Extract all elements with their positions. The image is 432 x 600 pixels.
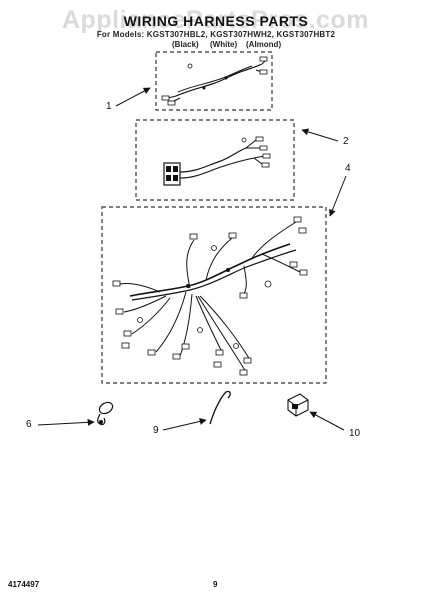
part-4-box <box>101 206 327 384</box>
part-4-main-harness <box>101 206 327 384</box>
part-2-harness <box>135 119 295 201</box>
callout-10: 10 <box>349 428 361 439</box>
watermark: AppliancePartsPros.com <box>62 6 369 34</box>
callout-9: 9 <box>153 425 159 436</box>
callout-2: 2 <box>343 136 349 147</box>
leader-10 <box>309 411 345 431</box>
leader-4 <box>329 175 347 217</box>
part-6-clamp <box>97 401 114 426</box>
leader-6 <box>37 418 95 426</box>
part-1-box <box>155 51 273 111</box>
part-1-harness <box>155 51 273 111</box>
color-label-white: (White) <box>210 40 238 49</box>
document-number: 4174497 <box>8 580 40 589</box>
leader-2 <box>301 128 339 142</box>
color-label-black: (Black) <box>172 40 199 49</box>
part-2-box <box>135 119 295 201</box>
color-label-almond: (Almond) <box>246 40 282 49</box>
part-9-tie <box>209 390 231 425</box>
page-title: WIRING HARNESS PARTS <box>123 13 309 29</box>
callout-6: 6 <box>26 419 32 430</box>
part-10-clip <box>287 393 309 417</box>
callout-4: 4 <box>345 163 351 174</box>
leader-1 <box>115 87 151 107</box>
page-number: 9 <box>213 580 218 589</box>
leader-9 <box>162 418 207 431</box>
model-list: For Models: KGST307HBL2, KGST307HWH2, KG… <box>96 30 336 39</box>
callout-1: 1 <box>106 101 112 112</box>
